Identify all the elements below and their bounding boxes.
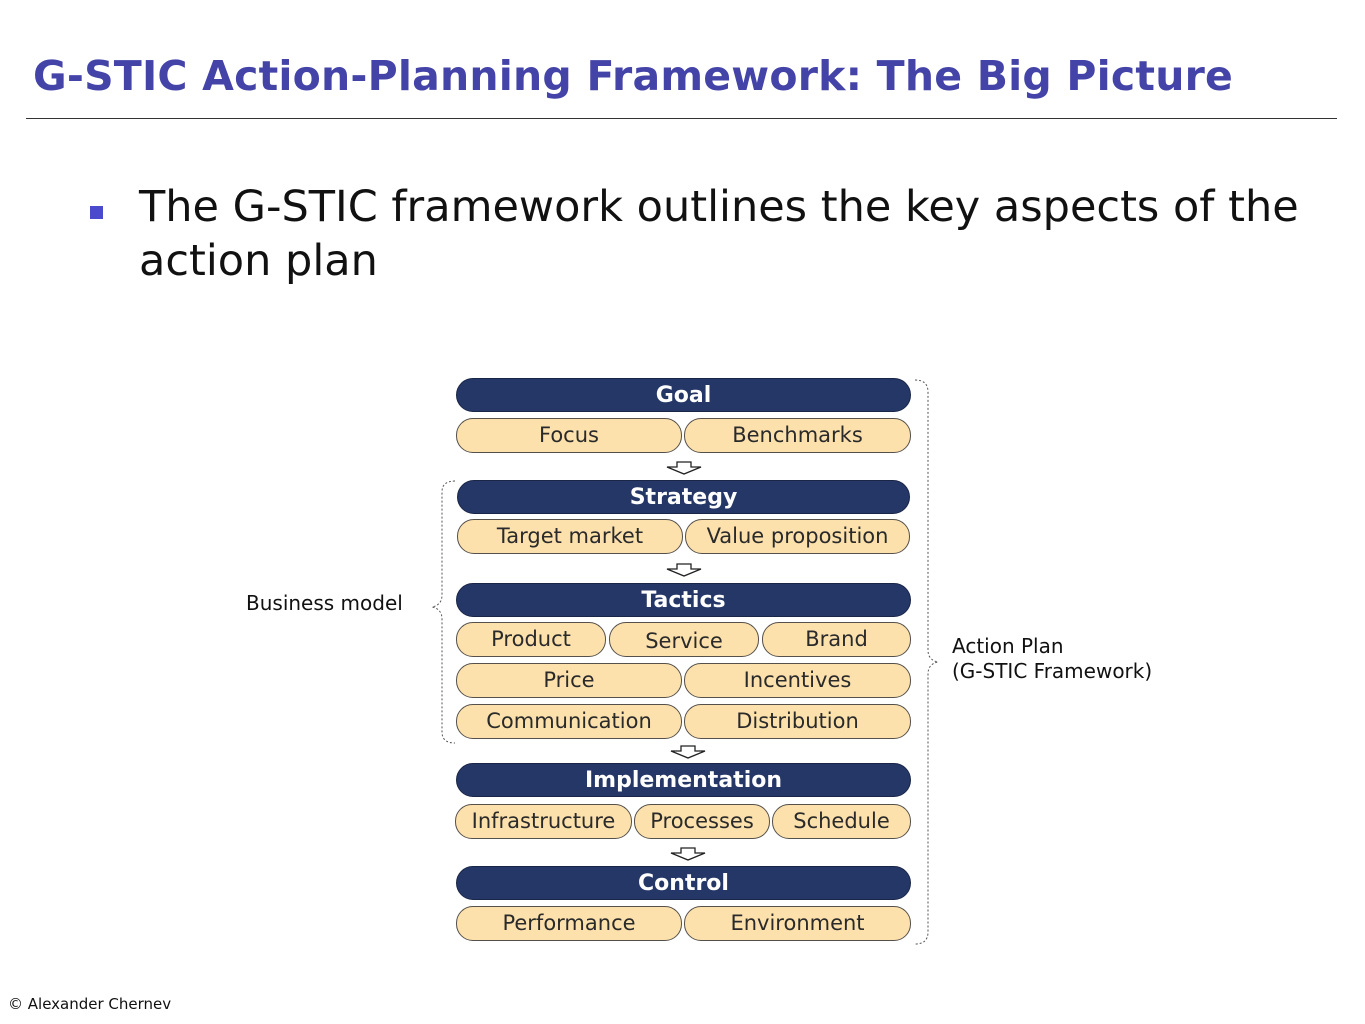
strategy-header: Strategy (457, 480, 910, 514)
control-item-performance: Performance (456, 906, 682, 941)
bullet-text: The G-STIC framework outlines the key as… (139, 182, 1299, 286)
action-plan-label: Action Plan (G-STIC Framework) (952, 634, 1152, 684)
goal-header: Goal (456, 378, 911, 412)
implementation-item-schedule: Schedule (772, 804, 911, 839)
action-plan-label-line2: (G-STIC Framework) (952, 659, 1153, 683)
implementation-item-processes: Processes (634, 804, 770, 839)
action-plan-bracket (914, 379, 939, 945)
strategy-item-target-market: Target market (457, 519, 683, 554)
implementation-item-infrastructure: Infrastructure (455, 804, 632, 839)
goal-item-benchmarks: Benchmarks (684, 418, 911, 453)
down-arrow-icon (666, 563, 702, 577)
goal-item-focus: Focus (456, 418, 682, 453)
tactics-header: Tactics (456, 583, 911, 617)
business-model-bracket (431, 480, 456, 744)
title-divider (26, 118, 1337, 119)
implementation-header: Implementation (456, 763, 911, 797)
down-arrow-icon (670, 847, 706, 861)
strategy-item-value-proposition: Value proposition (685, 519, 910, 554)
tactics-item-distribution: Distribution (684, 704, 911, 739)
down-arrow-icon (670, 745, 706, 759)
control-header: Control (456, 866, 911, 900)
action-plan-label-line1: Action Plan (952, 634, 1064, 658)
tactics-item-price: Price (456, 663, 682, 698)
down-arrow-icon (666, 461, 702, 475)
tactics-item-product: Product (456, 622, 606, 657)
tactics-item-service: Service (609, 622, 759, 657)
bullet-marker (90, 206, 103, 219)
control-item-environment: Environment (684, 906, 911, 941)
copyright-notice: © Alexander Chernev (8, 995, 172, 1013)
slide-title: G-STIC Action-Planning Framework: The Bi… (33, 52, 1234, 100)
business-model-label: Business model (246, 591, 403, 615)
tactics-item-brand: Brand (762, 622, 911, 657)
tactics-item-incentives: Incentives (684, 663, 911, 698)
tactics-item-communication: Communication (456, 704, 682, 739)
